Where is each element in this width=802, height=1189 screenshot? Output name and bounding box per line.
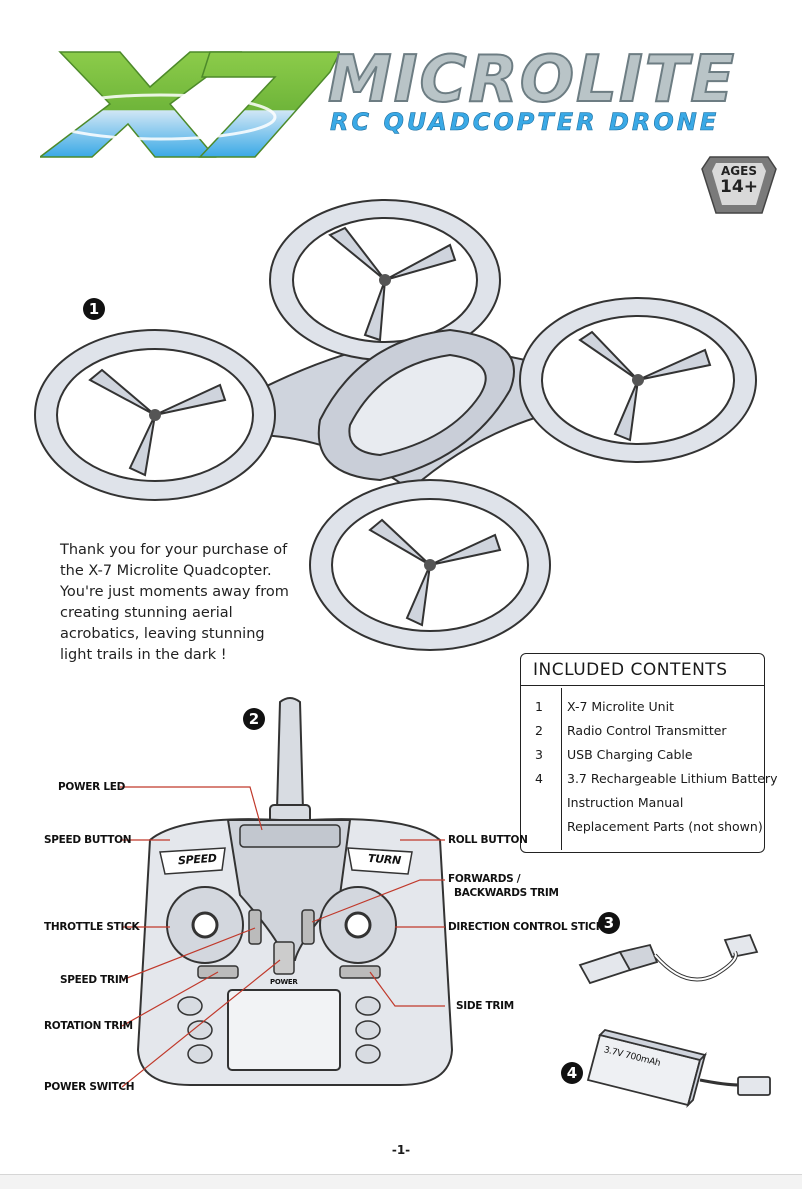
contents-row-number: 2	[535, 723, 543, 738]
remote-speed-label: SPEED	[177, 851, 218, 868]
remote-power-label: POWER	[270, 978, 298, 986]
intro-text: Thank you for your purchase of the X-7 M…	[60, 542, 289, 663]
age-badge-line2: 14+	[720, 177, 758, 197]
remote-turn-label: TURN	[367, 851, 402, 868]
page-footer-band	[0, 1174, 802, 1189]
product-logo: MICROLITE RC QUADCOPTER DRONE	[327, 43, 758, 138]
contents-row-label: USB Charging Cable	[567, 747, 693, 762]
callout-throttle-stick: THROTTLE STICK	[44, 921, 140, 933]
step-2-marker: 2	[243, 708, 265, 730]
logo-title: MICROLITE	[327, 43, 737, 117]
age-badge: AGES 14+	[700, 155, 778, 217]
step-3-marker: 3	[598, 912, 620, 934]
logo-subtitle: RC QUADCOPTER DRONE	[330, 108, 720, 137]
contents-row-label: Radio Control Transmitter	[567, 723, 727, 738]
callout-direction-control-stick: DIRECTION CONTROL STICK	[448, 921, 604, 933]
callout-speed-trim: SPEED TRIM	[60, 974, 129, 986]
callout-power-switch: POWER SWITCH	[44, 1081, 135, 1093]
contents-row-number: 3	[535, 747, 543, 762]
callout-roll-button: ROLL BUTTON	[448, 834, 528, 846]
callout-rotation-trim: ROTATION TRIM	[44, 1020, 133, 1032]
contents-row-number: 4	[535, 771, 543, 786]
age-badge-shape	[701, 156, 777, 214]
callout-side-trim: SIDE TRIM	[456, 1000, 514, 1012]
callout-power-led: POWER LED	[58, 781, 125, 793]
contents-row-label: X-7 Microlite Unit	[567, 699, 674, 714]
contents-row-label: 3.7 Rechargeable Lithium Battery	[567, 771, 778, 786]
usb-cable-illustration	[578, 933, 759, 985]
callout-speed-button: SPEED BUTTON	[44, 834, 132, 846]
callout-forwards-backwards-trim-1: FORWARDS /	[448, 873, 521, 885]
included-contents-box: INCLUDED CONTENTS 1 X-7 Microlite Unit 2…	[520, 653, 777, 853]
age-badge-line1: AGES	[721, 164, 757, 178]
step-1-marker: 1	[83, 298, 105, 320]
step-4-marker: 4	[561, 1062, 583, 1084]
battery-illustration	[586, 1029, 771, 1109]
page-number: -1-	[391, 1143, 411, 1157]
drone-illustration	[34, 199, 757, 651]
contents-row-label: Instruction Manual	[567, 795, 684, 810]
included-contents-title: INCLUDED CONTENTS	[521, 654, 764, 686]
transmitter-illustration	[120, 697, 454, 1088]
contents-column-divider	[561, 688, 562, 850]
contents-row-number: 1	[535, 699, 543, 714]
x7-logo	[40, 51, 340, 158]
callout-forwards-backwards-trim-2: BACKWARDS TRIM	[454, 887, 559, 899]
contents-row-label: Replacement Parts (not shown)	[567, 819, 763, 834]
